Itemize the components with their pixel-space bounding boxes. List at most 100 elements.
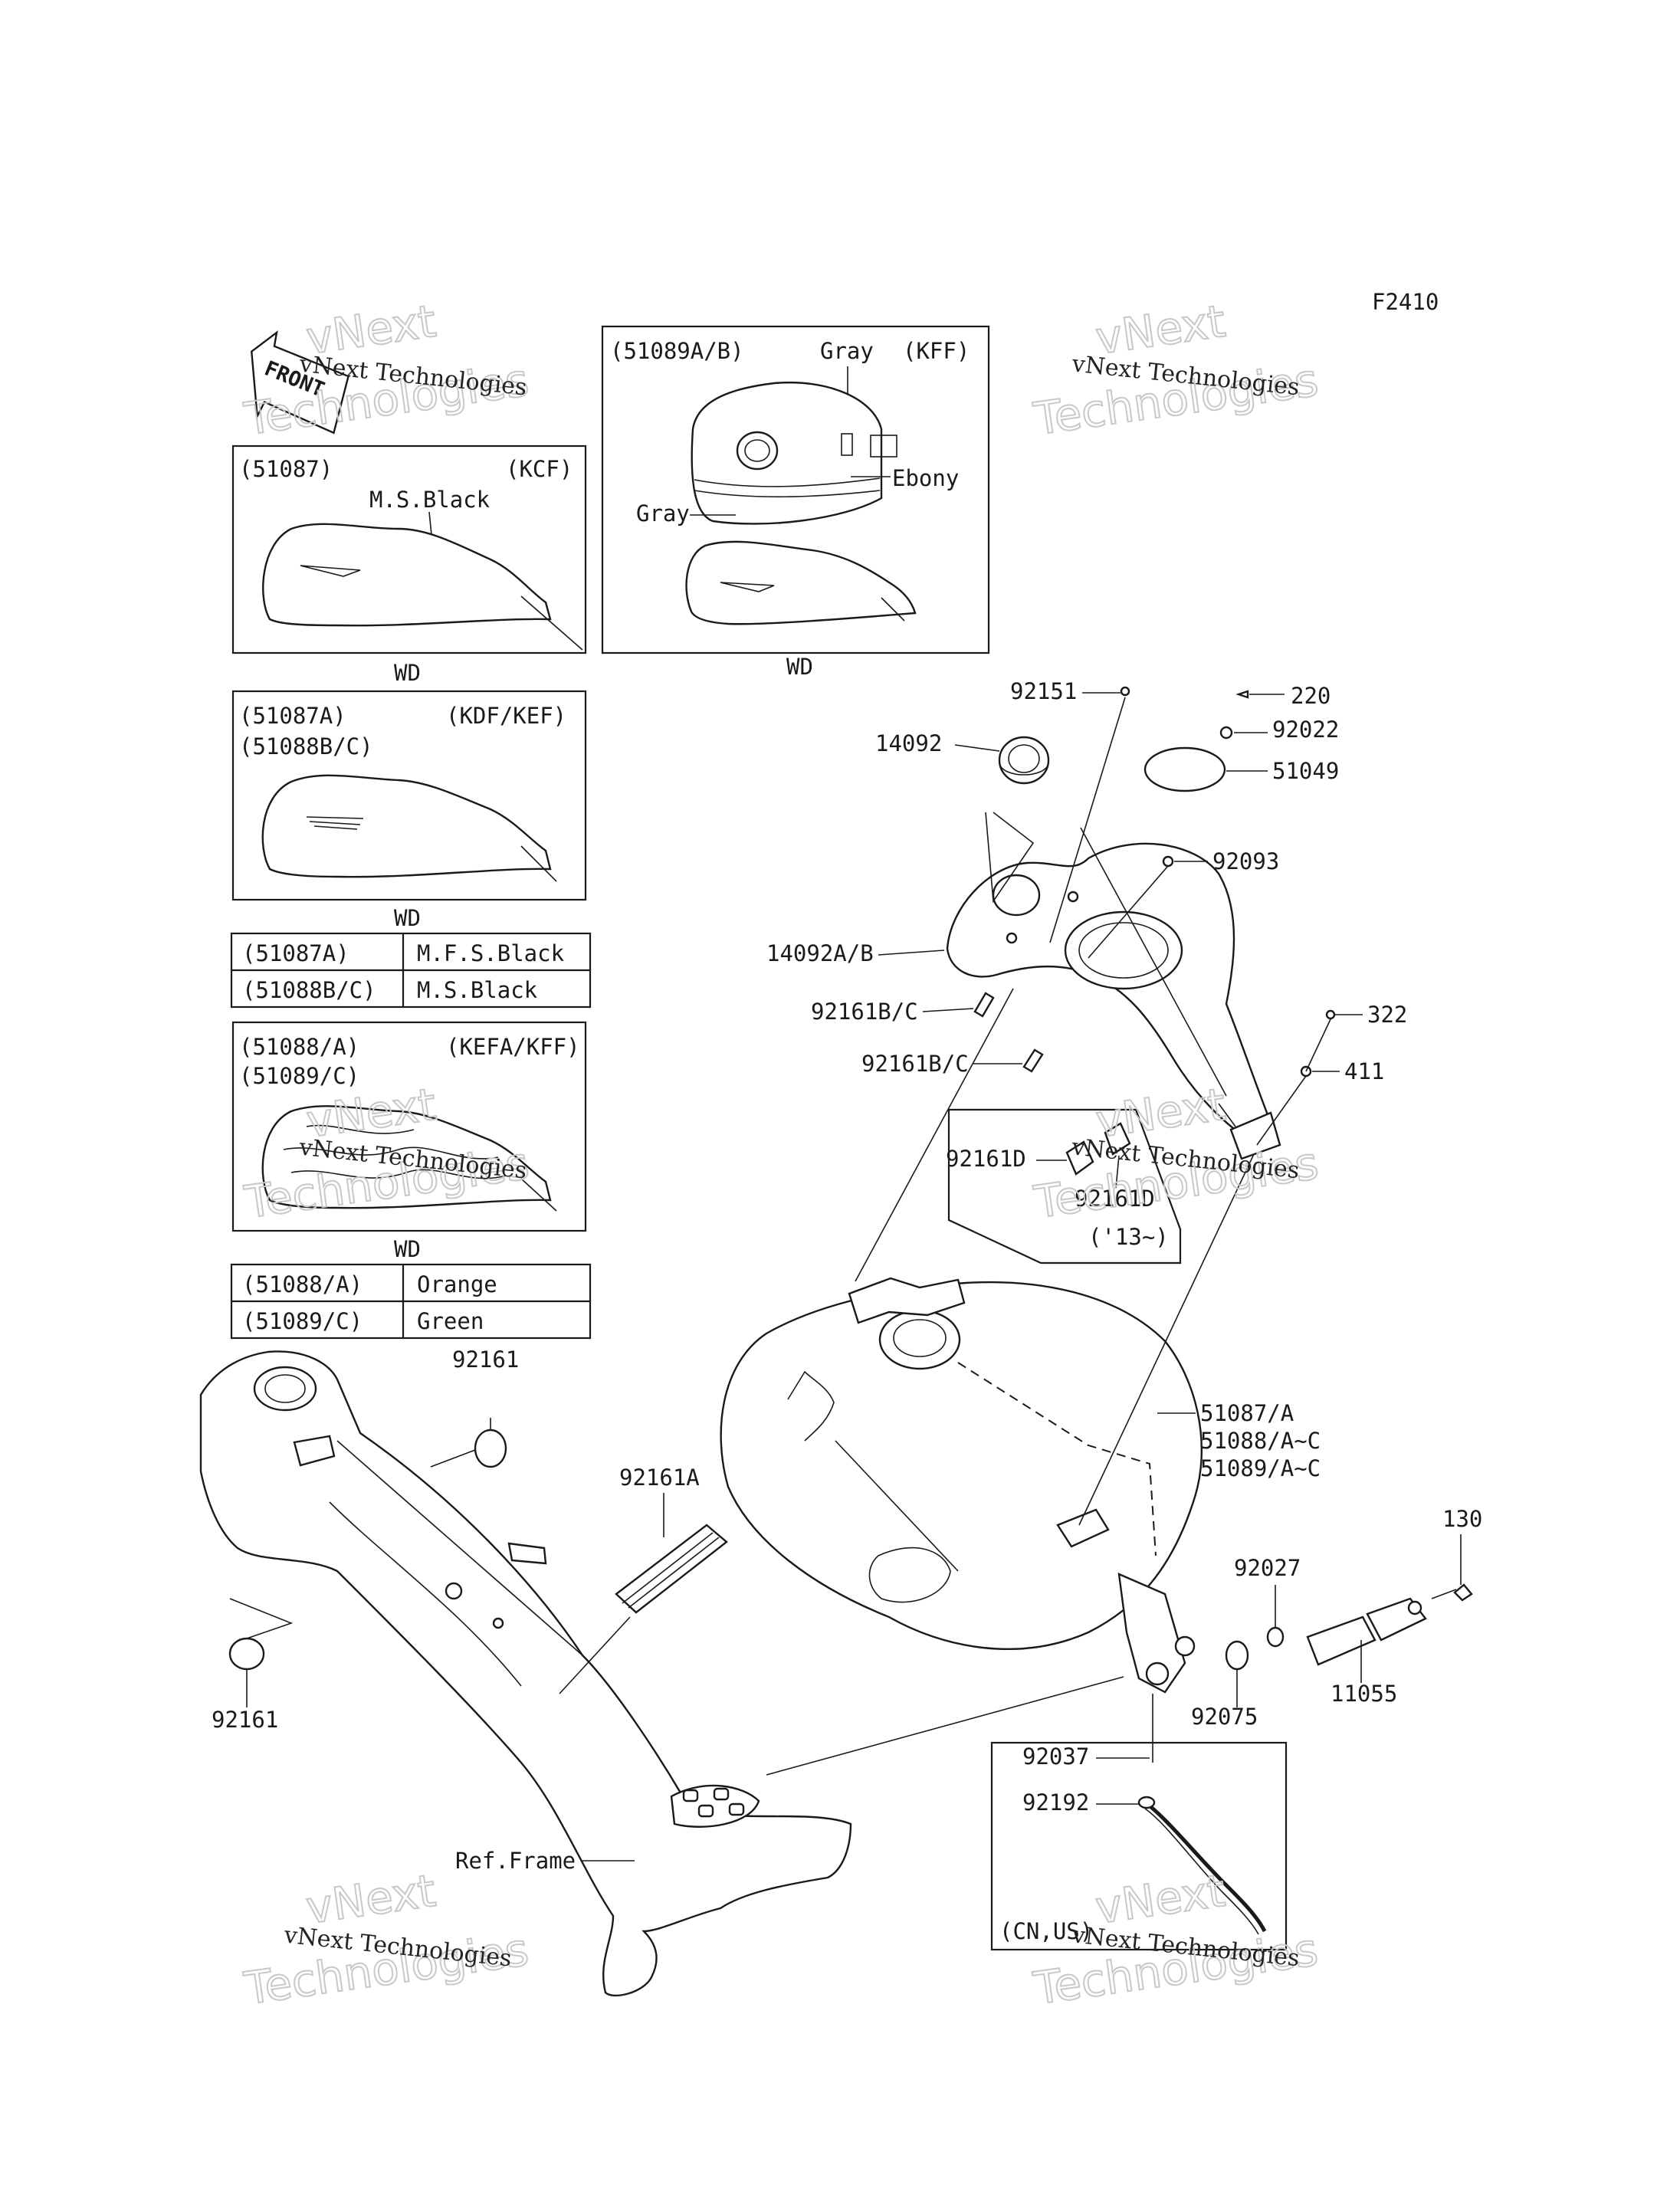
callout-92093: 92093 xyxy=(1212,848,1279,874)
variant-box-51088a: (51088/A) (51089/C) (KEFA/KFF) WD xyxy=(231,1021,587,1262)
color-table-2: (51088/A) Orange (51089/C) Green xyxy=(230,1263,592,1340)
table-cell: M.F.S.Black xyxy=(417,940,565,966)
table-cell: Orange xyxy=(417,1271,497,1297)
callout-92192: 92192 xyxy=(1022,1789,1089,1816)
fuel-cap xyxy=(998,736,1050,785)
variant-model: (KFF) xyxy=(903,338,970,364)
variant-box-51087a: (51087A) (51088B/C) (KDF/KEF) WD xyxy=(231,690,587,931)
callout-51049: 51049 xyxy=(1272,758,1339,784)
variant-model: (KCF) xyxy=(506,456,573,482)
table-cell: (51088/A) xyxy=(242,1271,363,1297)
color-table-1: (51087A) M.F.S.Black (51088B/C) M.S.Blac… xyxy=(230,932,592,1009)
damper-92161-top xyxy=(430,1418,507,1468)
tank-top-view-graphic xyxy=(691,381,883,525)
frame xyxy=(199,1350,852,1997)
part-92093 xyxy=(1162,855,1174,868)
callout-51087a: 51087/A xyxy=(1200,1400,1294,1426)
variant-model: (KEFA/KFF) xyxy=(446,1034,580,1060)
part-92151 xyxy=(1120,686,1130,697)
watermark: vNext Technologies vNext Technologies xyxy=(1030,1078,1322,1229)
part-92022 xyxy=(1219,726,1233,740)
variant-color-top: Gray xyxy=(820,338,874,364)
leader-line xyxy=(1078,1153,1255,1526)
callout-92161d-1: 92161D xyxy=(946,1146,1026,1172)
emblem-part xyxy=(1144,746,1226,792)
diagram-code: F2410 xyxy=(1372,289,1439,315)
callout-ref-frame: Ref.Frame xyxy=(455,1848,576,1874)
table-cell: M.S.Black xyxy=(417,977,538,1003)
callout-130: 130 xyxy=(1442,1506,1482,1532)
callout-92161-bottom: 92161 xyxy=(212,1707,278,1733)
92161d-box xyxy=(947,1108,1182,1265)
callout-92161a: 92161A xyxy=(619,1465,700,1491)
cn-us-box xyxy=(990,1694,1288,1951)
front-arrow-icon: FRONT xyxy=(250,330,349,435)
mount-hardware xyxy=(1225,1583,1473,1671)
callout-411: 411 xyxy=(1344,1058,1384,1084)
callout-92075: 92075 xyxy=(1191,1704,1258,1730)
table-cell: (51088B/C) xyxy=(242,977,376,1003)
callout-92151: 92151 xyxy=(1010,678,1077,704)
callout-92037: 92037 xyxy=(1022,1743,1089,1770)
leader-line xyxy=(985,812,1035,904)
callout-92022: 92022 xyxy=(1272,717,1339,743)
leader-line xyxy=(1049,697,1126,943)
pad-92161d xyxy=(1065,1140,1094,1176)
callout-92161d-2: 92161D xyxy=(1075,1186,1155,1212)
pad-92161d xyxy=(1104,1122,1131,1156)
callout-322: 322 xyxy=(1367,1002,1407,1028)
variant-part: (51088/A) xyxy=(239,1034,359,1060)
leader-line xyxy=(1080,827,1227,1097)
watermark: vNext Technologies vNext Technologies xyxy=(1029,294,1321,446)
variant-color: M.S.Black xyxy=(369,487,491,513)
tank-side-graphic xyxy=(685,540,917,625)
callout-92161-top: 92161 xyxy=(452,1347,519,1373)
svg-text:vNext: vNext xyxy=(303,1865,438,1934)
callout-14092: 14092 xyxy=(875,730,942,756)
variant-color-mid: Ebony xyxy=(892,465,959,491)
callout-92161bc-2: 92161B/C xyxy=(861,1051,969,1077)
damper-92161-bottom xyxy=(228,1598,294,1671)
callout-cn-us: (CN,US) xyxy=(999,1918,1093,1944)
pad-92161bc xyxy=(973,992,995,1018)
fuel-tank-graphic xyxy=(262,523,552,627)
variant-model: (KDF/KEF) xyxy=(446,703,566,729)
variant-box-51087: (51087) (KCF) M.S.Black WD xyxy=(231,444,587,686)
leader-line xyxy=(766,1676,1124,1776)
pad-92161bc xyxy=(1022,1048,1044,1073)
rubber-pad-92161a xyxy=(559,1524,728,1694)
leader-line xyxy=(1088,865,1169,959)
variant-part: (51088B/C) xyxy=(239,733,373,759)
watermark: vNext Technologies vNext Technologies xyxy=(240,1864,532,2016)
variant-part: (51087A) xyxy=(239,703,346,729)
fuel-tank-graphic xyxy=(261,774,552,878)
table-cell: (51089/C) xyxy=(242,1308,363,1334)
variant-note: WD xyxy=(786,654,813,680)
table-cell: Green xyxy=(417,1308,484,1334)
tank-cover xyxy=(946,842,1281,1160)
watermark: vNext Technologies vNext Technologies xyxy=(1029,1864,1321,2016)
variant-note: WD xyxy=(394,905,421,931)
variant-note: WD xyxy=(394,660,421,686)
leader-line xyxy=(1256,1075,1307,1146)
variant-box-51089ab: (51089A/B) Gray (KFF) Ebony Gray WD xyxy=(601,325,990,680)
callout-13: ('13~) xyxy=(1088,1224,1169,1250)
callout-92027: 92027 xyxy=(1234,1555,1301,1581)
variant-color-bottom: Gray xyxy=(636,500,690,526)
table-cell: (51087A) xyxy=(242,940,349,966)
callout-14092ab: 14092A/B xyxy=(766,940,874,966)
callout-51089ac: 51089/A~C xyxy=(1200,1455,1321,1481)
variant-part: (51087) xyxy=(239,456,333,482)
variant-part: (51089A/B) xyxy=(610,338,744,364)
leader-line xyxy=(855,988,1014,1282)
callout-11055: 11055 xyxy=(1331,1681,1397,1707)
callout-220: 220 xyxy=(1291,683,1331,709)
variant-note: WD xyxy=(394,1236,421,1262)
part-322 xyxy=(1325,1009,1336,1020)
callout-92161bc-1: 92161B/C xyxy=(811,999,918,1025)
flame-tank-graphic xyxy=(261,1105,552,1209)
variant-part: (51089/C) xyxy=(239,1063,359,1089)
callout-51088ac: 51088/A~C xyxy=(1200,1428,1321,1454)
